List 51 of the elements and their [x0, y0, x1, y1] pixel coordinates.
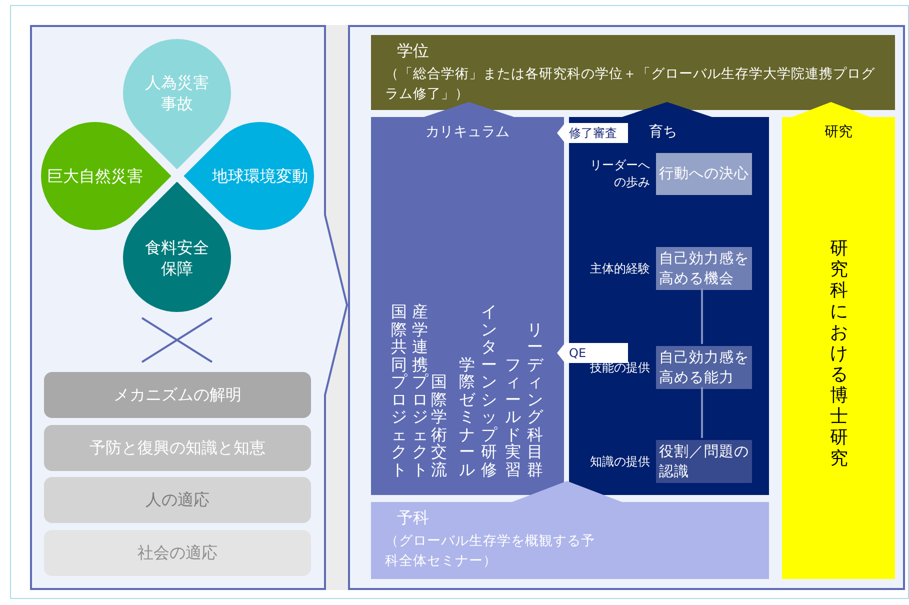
topic-label: 人の適応: [144, 489, 210, 511]
side-label: 知識の提供: [589, 453, 650, 470]
band-description: （グローバル生存学を概観する予科全体セミナー）: [385, 532, 596, 571]
research-column: [782, 102, 895, 579]
tag-label: [557, 123, 628, 143]
petal-shape: [184, 122, 314, 230]
petal-label: 人為災害事故: [144, 72, 210, 114]
research-label: 研究科における博士研究: [829, 238, 849, 469]
petal-shape: [41, 122, 171, 230]
petal-label: 地球環境変動: [211, 166, 309, 186]
side-label: 技能の提供: [589, 359, 650, 376]
petal-shape: [123, 39, 231, 169]
step-label: 役割／問題の認識: [659, 442, 749, 482]
tag-text: 修了審査: [569, 125, 617, 141]
arrow-panel: [30, 25, 348, 590]
connector-line: [701, 288, 703, 344]
curriculum-column: [371, 102, 564, 495]
step-label: 自己効力感を高める機会: [659, 250, 749, 288]
column-heading: 育ち: [649, 123, 677, 142]
topic-label: メカニズムの解明: [112, 384, 242, 406]
column-heading: 研究: [824, 123, 854, 142]
topic-label: 社会の適応: [136, 542, 218, 564]
step-label: 行動への決心: [659, 164, 749, 184]
course-label: 国際共同プロジェクト: [390, 303, 408, 478]
tag-text: QE: [569, 345, 586, 361]
header-band: [371, 481, 769, 579]
tag-label: [557, 343, 628, 363]
topic-bar: [44, 477, 311, 523]
petal-label: 巨大自然災害: [46, 166, 144, 186]
band-description: （「総合学術」または各研究科の学位＋「グローバル生存学大学院連携プログラム修了」）: [385, 65, 876, 104]
step-box: [656, 153, 752, 195]
topic-label: 予防と復興の知識と知恵: [88, 437, 266, 459]
course-label: フィールド実習: [504, 356, 522, 478]
panel: [348, 25, 905, 590]
band-heading: 学位: [397, 40, 429, 62]
connector-line: [701, 387, 703, 438]
course-label: 学際ゼミナール: [458, 356, 476, 478]
growth-column: [569, 102, 769, 495]
band-heading: 予科: [397, 507, 429, 529]
side-label: リーダーへの歩み: [589, 157, 650, 191]
step-label: 自己効力感を高める能力: [659, 348, 749, 388]
topic-bar: [44, 372, 311, 418]
petal-label: 食料安全保障: [144, 237, 210, 279]
course-label: インターンシップ研修: [480, 303, 498, 478]
course-label: リーディング科目群: [526, 320, 544, 478]
course-label: 産学連携プロジェクト: [411, 303, 430, 478]
side-label: 主体的経験: [589, 260, 650, 277]
header-band: [371, 35, 895, 110]
course-label: 国際学術交流: [430, 373, 448, 478]
column-heading: カリキュラム: [424, 123, 510, 142]
topic-bar: [44, 425, 311, 471]
